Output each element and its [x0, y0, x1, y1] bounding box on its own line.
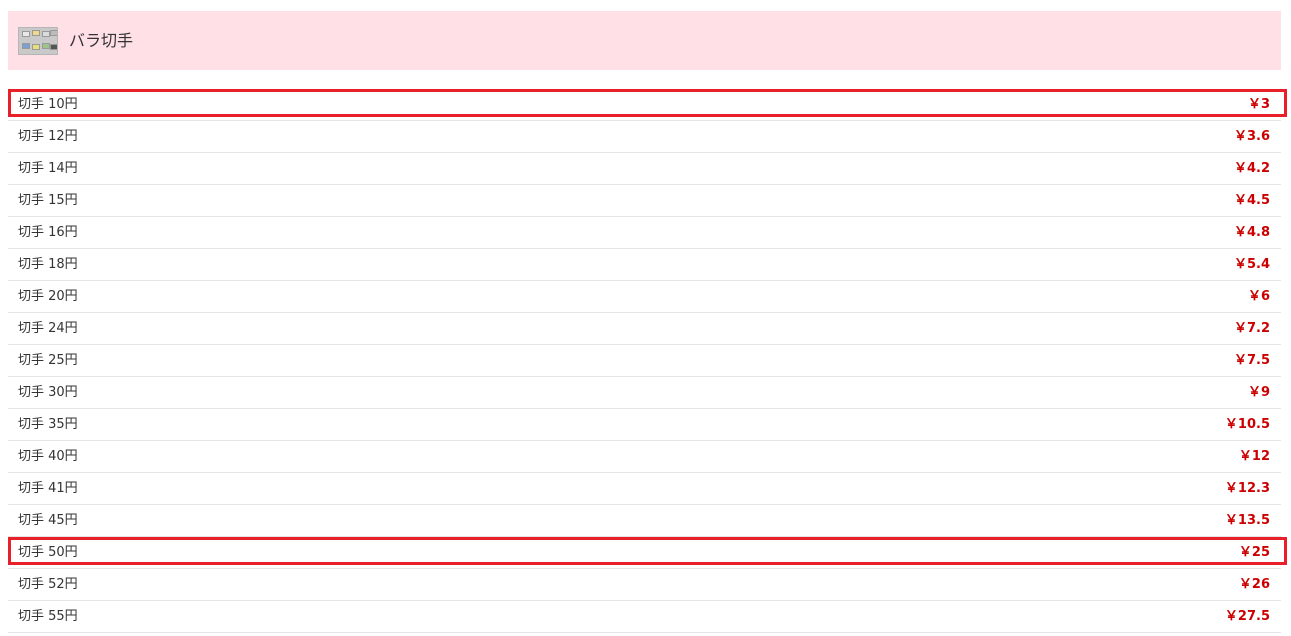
table-row[interactable]: 切手 10円 ￥3	[8, 89, 1287, 121]
stamp-name: 切手 50円	[18, 545, 78, 560]
stamp-price: ￥3.6	[1233, 129, 1270, 144]
stamp-price: ￥5.4	[1233, 257, 1270, 272]
table-row[interactable]: 切手 24円 ￥7.2	[8, 313, 1281, 345]
stamp-name: 切手 40円	[18, 449, 78, 464]
category-title: バラ切手	[69, 31, 134, 50]
stamp-name: 切手 52円	[18, 577, 78, 592]
stamp-name: 切手 12円	[18, 129, 78, 144]
table-row[interactable]: 切手 15円 ￥4.5	[8, 185, 1281, 217]
stamp-name: 切手 41円	[18, 481, 78, 496]
table-row[interactable]: 切手 40円 ￥12	[8, 441, 1281, 473]
table-row[interactable]: 切手 41円 ￥12.3	[8, 473, 1281, 505]
stamps-thumbnail-icon	[18, 27, 58, 55]
stamp-price: ￥26	[1238, 577, 1270, 592]
stamp-name: 切手 45円	[18, 513, 78, 528]
table-row[interactable]: 切手 30円 ￥9	[8, 377, 1281, 409]
table-row[interactable]: 切手 18円 ￥5.4	[8, 249, 1281, 281]
stamp-price: ￥6	[1247, 289, 1270, 304]
table-row[interactable]: 切手 35円 ￥10.5	[8, 409, 1281, 441]
table-row[interactable]: 切手 20円 ￥6	[8, 281, 1281, 313]
category-header: バラ切手	[8, 11, 1281, 70]
stamp-name: 切手 25円	[18, 353, 78, 368]
stamp-price: ￥3	[1247, 97, 1270, 112]
stamp-name: 切手 16円	[18, 225, 78, 240]
stamp-price: ￥7.2	[1233, 321, 1270, 336]
table-row[interactable]: 切手 45円 ￥13.5	[8, 505, 1281, 537]
stamp-price: ￥7.5	[1233, 353, 1270, 368]
stamp-price: ￥12	[1238, 449, 1270, 464]
stamp-name: 切手 18円	[18, 257, 78, 272]
table-row[interactable]: 切手 52円 ￥26	[8, 569, 1281, 601]
stamp-price: ￥4.5	[1233, 193, 1270, 208]
table-row[interactable]: 切手 55円 ￥27.5	[8, 601, 1281, 633]
stamp-price: ￥27.5	[1224, 609, 1270, 624]
stamp-price: ￥4.2	[1233, 161, 1270, 176]
stamp-name: 切手 24円	[18, 321, 78, 336]
table-row[interactable]: 切手 50円 ￥25	[8, 537, 1287, 569]
stamp-name: 切手 10円	[18, 97, 78, 112]
table-row[interactable]: 切手 25円 ￥7.5	[8, 345, 1281, 377]
stamp-price: ￥4.8	[1233, 225, 1270, 240]
stamp-name: 切手 30円	[18, 385, 78, 400]
table-row[interactable]: 切手 14円 ￥4.2	[8, 153, 1281, 185]
stamp-price: ￥9	[1247, 385, 1270, 400]
stamp-name: 切手 15円	[18, 193, 78, 208]
stamp-price: ￥10.5	[1224, 417, 1270, 432]
stamp-name: 切手 20円	[18, 289, 78, 304]
stamp-price: ￥13.5	[1224, 513, 1270, 528]
stamp-price: ￥25	[1238, 545, 1270, 560]
stamp-name: 切手 55円	[18, 609, 78, 624]
table-row[interactable]: 切手 16円 ￥4.8	[8, 217, 1281, 249]
table-row[interactable]: 切手 12円 ￥3.6	[8, 121, 1281, 153]
stamp-name: 切手 14円	[18, 161, 78, 176]
stamp-name: 切手 35円	[18, 417, 78, 432]
stamp-price: ￥12.3	[1224, 481, 1270, 496]
